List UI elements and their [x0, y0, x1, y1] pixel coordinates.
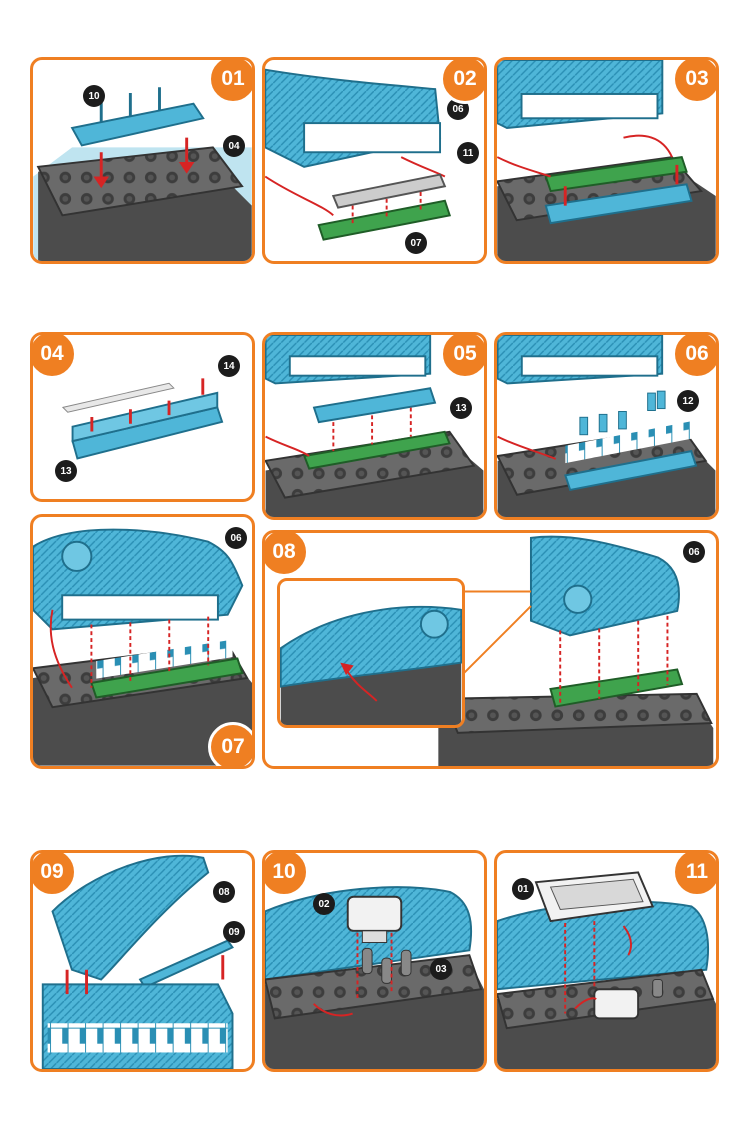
part-label-06: 06 — [683, 541, 705, 563]
part-label-02: 02 — [313, 893, 335, 915]
step-09-illustration — [41, 854, 234, 1069]
step-05-illustration — [265, 335, 484, 517]
step-06-illustration — [497, 335, 716, 517]
part-label-08: 08 — [213, 881, 235, 903]
step-11-panel: 01 11 — [494, 850, 719, 1072]
step-02-panel: 06 11 07 02 — [262, 57, 487, 264]
step-number-03: 03 — [672, 60, 716, 104]
step-07-illustration — [33, 528, 252, 766]
step-01-panel: 10 04 01 — [30, 57, 255, 264]
step-number-04: 04 — [33, 335, 77, 379]
part-label-04: 04 — [223, 135, 245, 157]
step-10-panel: 02 03 10 — [262, 850, 487, 1072]
step-08-detail-inset — [277, 578, 465, 728]
part-label-07: 07 — [405, 232, 427, 254]
part-label-12: 12 — [677, 390, 699, 412]
step-04-panel: 14 13 04 — [30, 332, 255, 502]
step-08-illustration — [438, 535, 714, 766]
step-11-illustration — [497, 871, 716, 1069]
step-06-panel: 12 06 — [494, 332, 719, 520]
step-04-illustration — [61, 378, 224, 460]
step-05-panel: 13 05 — [262, 332, 487, 520]
step-number-08: 08 — [265, 533, 309, 577]
part-label-13: 13 — [450, 397, 472, 419]
step-08-detail-illustration — [280, 605, 462, 725]
step-number-11: 11 — [672, 853, 716, 897]
step-08-panel: 06 08 — [262, 530, 719, 769]
part-label-03: 03 — [430, 958, 452, 980]
part-label-13: 13 — [55, 460, 77, 482]
part-label-11: 11 — [457, 142, 479, 164]
step-02-illustration — [265, 68, 452, 241]
step-03-illustration — [497, 60, 716, 261]
part-label-09: 09 — [223, 921, 245, 943]
part-label-06: 06 — [225, 527, 247, 549]
part-label-10: 10 — [83, 85, 105, 107]
step-number-05: 05 — [440, 335, 484, 379]
step-07-panel: 06 07 — [30, 514, 255, 769]
step-number-02: 02 — [440, 60, 484, 104]
step-number-07: 07 — [208, 722, 252, 766]
step-number-09: 09 — [33, 853, 77, 897]
step-number-06: 06 — [672, 335, 716, 379]
part-label-01: 01 — [512, 878, 534, 900]
step-number-01: 01 — [208, 60, 252, 104]
step-01-illustration — [33, 87, 252, 261]
step-03-panel: 03 — [494, 57, 719, 264]
step-number-10: 10 — [265, 853, 309, 897]
part-label-14: 14 — [218, 355, 240, 377]
step-09-panel: 08 09 09 — [30, 850, 255, 1072]
